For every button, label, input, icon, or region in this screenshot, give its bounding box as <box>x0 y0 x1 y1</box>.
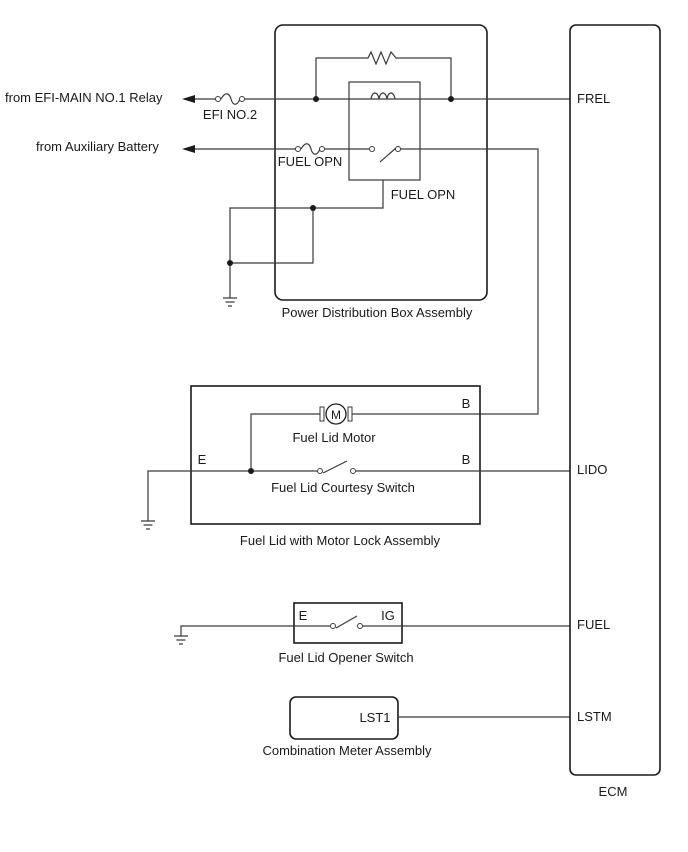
courtesy-switch-label: Fuel Lid Courtesy Switch <box>271 480 415 495</box>
ecm-terminal-lido: LIDO <box>577 462 607 477</box>
terminal-b-switch: B <box>462 452 471 467</box>
fuel-opn-relay-label: FUEL OPN <box>391 187 456 202</box>
relay-coil-icon <box>370 92 396 100</box>
power-distribution-box <box>274 24 488 301</box>
junction-dot <box>227 260 233 266</box>
ground-icon <box>174 635 188 645</box>
input-arrow-aux <box>182 145 195 153</box>
fuel-opn-fuse-circuit <box>195 143 539 415</box>
ecm-box <box>569 24 661 776</box>
junction-dot <box>310 205 316 211</box>
motor-ground-wire <box>250 413 320 471</box>
input-arrow-efi <box>182 95 195 103</box>
ecm-label: ECM <box>599 784 628 799</box>
efi-fuse-circuit <box>195 93 570 105</box>
opener-terminal-e: E <box>299 608 308 623</box>
motor-symbol: M <box>331 408 341 422</box>
opener-terminal-ig: IG <box>381 608 395 623</box>
ecm-terminal-frel: FREL <box>577 91 610 106</box>
ecm-terminal-lstm: LSTM <box>577 709 612 724</box>
fuel-lid-motor-label: Fuel Lid Motor <box>292 430 376 445</box>
input-label-efi-main-relay: from EFI-MAIN NO.1 Relay <box>5 90 163 105</box>
power-distribution-box-label: Power Distribution Box Assembly <box>282 305 473 320</box>
combination-meter-terminal: LST1 <box>359 710 390 725</box>
courtesy-switch-circuit <box>147 460 570 521</box>
ground-icon <box>141 520 155 530</box>
junction-dot <box>248 468 254 474</box>
fuel-lid-lock-assembly-label: Fuel Lid with Motor Lock Assembly <box>240 533 441 548</box>
junction-dot <box>313 96 319 102</box>
resistor-symbol <box>315 50 452 99</box>
combination-meter-label: Combination Meter Assembly <box>262 743 432 758</box>
fuel-opn-fuse-label: FUEL OPN <box>278 154 343 169</box>
combination-meter-box <box>289 696 399 740</box>
junction-dot <box>448 96 454 102</box>
fuel-opn-relay <box>348 81 421 181</box>
terminal-e-lock: E <box>198 452 207 467</box>
pdb-ground-wiring <box>229 180 384 298</box>
opener-switch-circuit <box>180 615 570 636</box>
input-label-aux-battery: from Auxiliary Battery <box>36 139 159 154</box>
opener-switch-label: Fuel Lid Opener Switch <box>278 650 413 665</box>
fuel-lid-lock-assembly <box>190 385 481 525</box>
efi-fuse-label: EFI NO.2 <box>203 107 257 122</box>
ground-icon <box>223 297 237 307</box>
terminal-b-motor: B <box>462 396 471 411</box>
fuel-lid-motor-icon <box>319 403 353 425</box>
ecm-terminal-fuel: FUEL <box>577 617 610 632</box>
opener-switch-box <box>293 602 403 644</box>
